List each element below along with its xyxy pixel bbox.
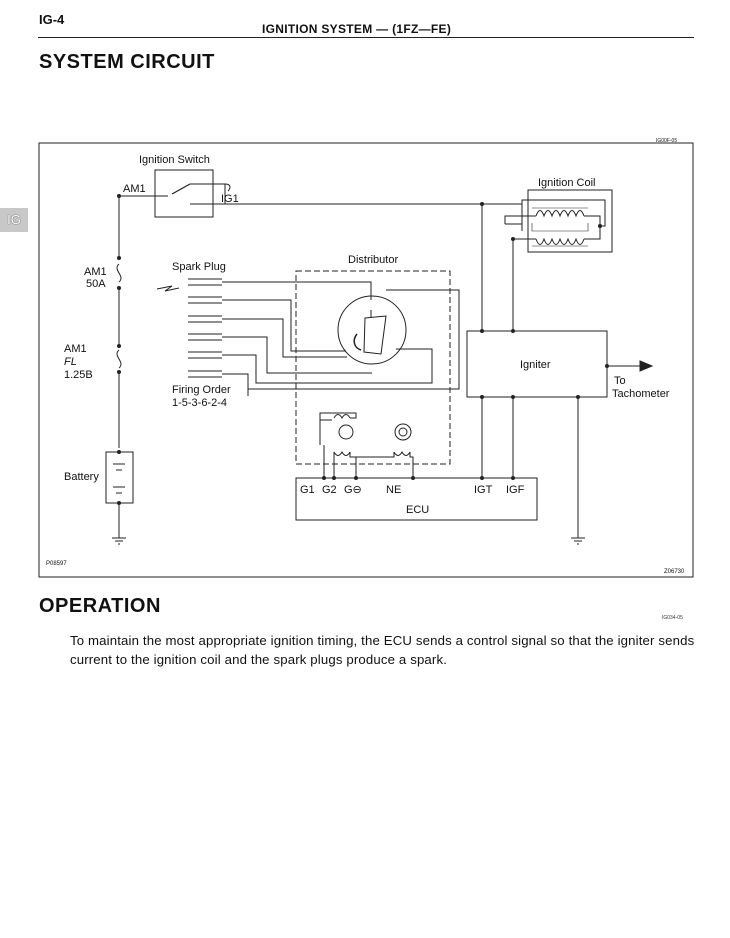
label-firing-order: Firing Order [172,384,231,396]
terminal-g-minus: G⊖ [344,484,362,496]
system-circuit-diagram: IG00F-05 Ignition Switch AM1 IG1 Ignitio… [38,138,694,578]
section-tab: IG [0,208,28,232]
label-to: To [614,375,626,387]
ignition-switch-box [154,169,214,218]
label-fl: FL [64,356,77,368]
running-header: IGNITION SYSTEM — (1FZ—FE) [262,22,452,36]
tachometer-arrow [639,360,654,372]
fl-fuse [116,349,122,369]
label-igniter: Igniter [520,359,551,371]
ne-pickup-rotor [394,423,412,441]
label-am1-fuse-rating: 50A [86,278,106,290]
terminal-g2: G2 [322,484,337,496]
label-ig1: IG1 [221,193,239,205]
ignition-coil-box [527,189,613,253]
label-ignition-switch: Ignition Switch [139,154,210,166]
label-am1-switch: AM1 [123,183,146,195]
label-spark-plug: Spark Plug [172,261,226,273]
coil-primary [535,210,585,218]
page-number: IG-4 [39,12,65,27]
ground-symbol-battery [112,537,126,545]
battery-box [105,451,134,504]
g-pickup-rotor [338,424,354,440]
coil-secondary [535,237,585,245]
terminal-igf: IGF [506,484,525,496]
operation-paragraph: To maintain the most appropriate ignitio… [70,633,695,667]
spark-plug-2 [188,296,222,304]
section-title-operation: OPERATION [39,595,161,617]
spark-plug-4 [188,333,222,341]
label-fl-rating: 1.25B [64,369,93,381]
value-firing-order: 1-5-3-6-2-4 [172,397,227,409]
ground-symbol-igniter [571,537,585,545]
spark-plug-6 [188,370,222,378]
section-title-system-circuit: SYSTEM CIRCUIT [39,51,215,73]
am1-fuse [116,263,122,283]
label-tachometer: Tachometer [612,388,670,400]
terminal-g1: G1 [300,484,315,496]
label-battery: Battery [64,471,99,483]
label-am1-fuse: AM1 [84,266,107,278]
spark-plug-1 [188,278,222,286]
terminal-igt: IGT [474,484,493,496]
top-code: IG00F-05 [656,138,677,144]
figure-code: Z06730 [664,569,685,575]
label-ecu: ECU [406,504,429,516]
figure-id: P08597 [46,561,67,567]
label-distributor: Distributor [348,254,398,266]
spark-plug-5 [188,351,222,359]
terminal-ne: NE [386,484,401,496]
ecu-box [295,477,538,521]
diagram-frame [38,142,694,578]
spark-plug-3 [188,315,222,323]
distributor-cap [337,295,407,365]
header-rule [38,37,694,38]
operation-code: IG034-05 [662,615,683,621]
label-ignition-coil: Ignition Coil [538,177,595,189]
label-am1-fl: AM1 [64,343,87,355]
distributor-box [295,270,451,465]
